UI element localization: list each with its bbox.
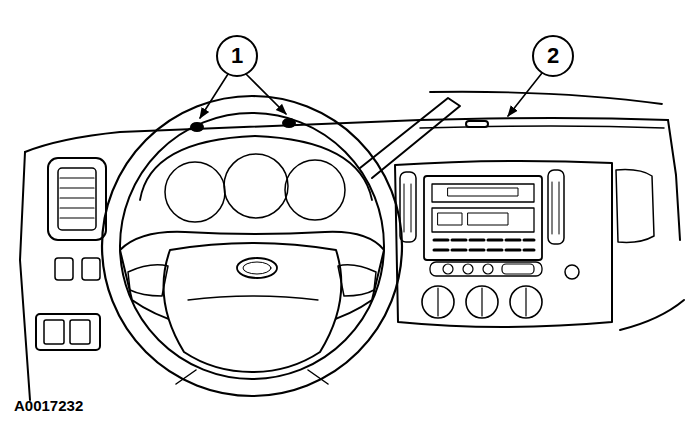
callout-number: 2	[547, 45, 559, 67]
figure-code: A0017232	[14, 398, 83, 413]
callout-number: 1	[231, 45, 243, 67]
